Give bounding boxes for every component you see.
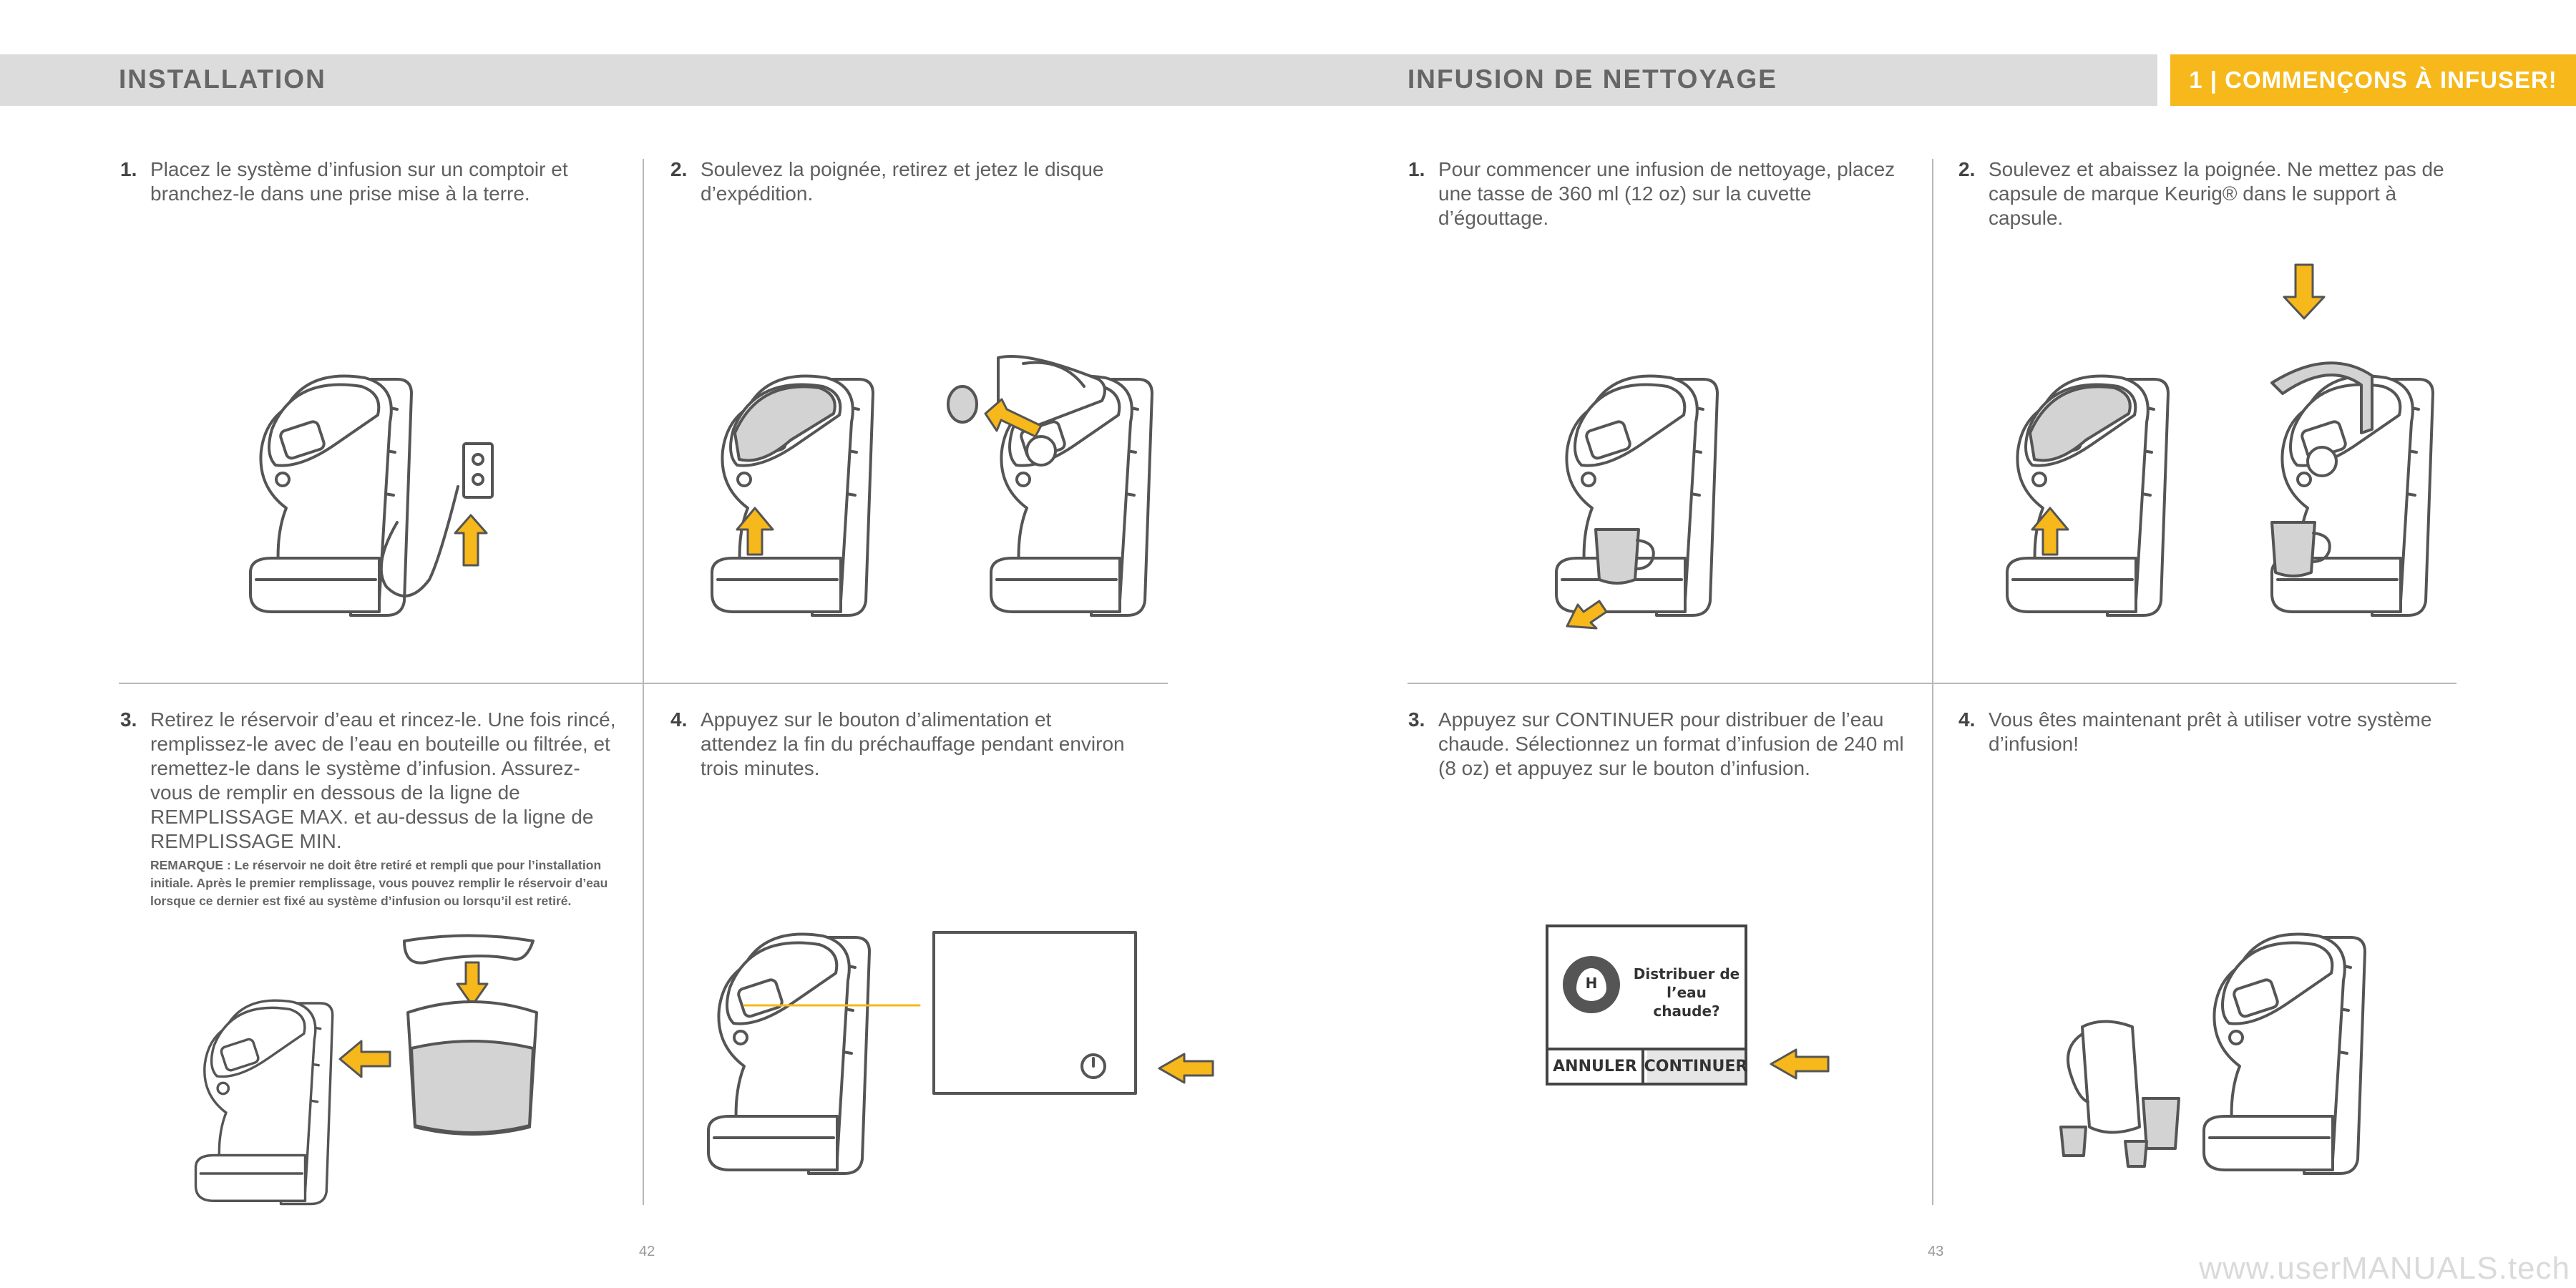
installation-step-1: 1. Placez le système d’infusion sur un c… xyxy=(120,158,568,205)
page-number-left: 42 xyxy=(639,1244,655,1259)
brewer-cup-illustration xyxy=(1555,374,1719,630)
page-number-right: 43 xyxy=(1928,1244,1944,1259)
arrow-left-icon xyxy=(984,398,1043,438)
arrow-down-icon xyxy=(2283,263,2326,320)
divider-vertical-left xyxy=(643,159,644,1205)
cleaning-step-1: 1. Pour commencer une infusion de nettoy… xyxy=(1408,158,1896,229)
arrow-up-icon xyxy=(454,514,488,567)
arrow-left-icon xyxy=(1770,1048,1830,1080)
section-title-cleaning: INFUSION DE NETTOYAGE xyxy=(1407,64,1777,94)
brewer-handle-illustration xyxy=(2006,263,2434,617)
screen-prompt: Distribuer de l’eau chaude? xyxy=(1633,965,1740,1020)
header-band xyxy=(0,54,2157,106)
cleaning-step-4: 4. Vous êtes maintenant prêt à utiliser … xyxy=(1958,708,2432,755)
reservoir-fill-illustration xyxy=(194,934,538,1206)
installation-step-3: 3. Retirez le réservoir d’eau et rincez-… xyxy=(120,708,616,852)
hot-water-icon: H xyxy=(1563,956,1620,1013)
divider-horizontal-left xyxy=(119,683,1168,684)
divider-vertical-right xyxy=(1932,159,1933,1205)
touch-screen: H Distribuer de l’eau chaude? ANNULER CO… xyxy=(1546,924,1747,1085)
brewer-ready-illustration xyxy=(2059,932,2366,1175)
arrow-up-icon xyxy=(1566,600,1608,630)
chapter-tab: 1 | COMMENÇONS À INFUSER! xyxy=(2170,54,2576,106)
arrow-up-icon xyxy=(736,507,774,556)
cleaning-step-3: 3. Appuyez sur CONTINUER pour distribuer… xyxy=(1408,708,1904,779)
watermark: www.userMANUALS.tech xyxy=(2199,1251,2570,1286)
installation-step-4: 4. Appuyez sur le bouton d’alimentation … xyxy=(670,708,1125,779)
arrow-left-icon xyxy=(1158,1053,1214,1084)
cleaning-step-2: 2. Soulevez et abaissez la poignée. Ne m… xyxy=(1958,158,2444,229)
brewer-open-lid-illustration xyxy=(711,355,1153,617)
arrow-left-icon xyxy=(338,1040,391,1078)
continue-button[interactable]: CONTINUER xyxy=(1644,1050,1747,1083)
installation-note: REMARQUE : Le réservoir ne doit être ret… xyxy=(150,858,608,908)
brewer-power-illustration xyxy=(707,931,1214,1175)
section-title-installation: INSTALLATION xyxy=(119,64,326,94)
arrow-up-icon xyxy=(2031,507,2069,556)
cancel-button[interactable]: ANNULER xyxy=(1548,1050,1644,1083)
divider-horizontal-right xyxy=(1407,683,2457,684)
arrow-down-icon xyxy=(456,961,489,1007)
brewer-plug-illustration xyxy=(249,374,494,617)
installation-step-2: 2. Soulevez la poignée, retirez et jetez… xyxy=(670,158,1104,205)
